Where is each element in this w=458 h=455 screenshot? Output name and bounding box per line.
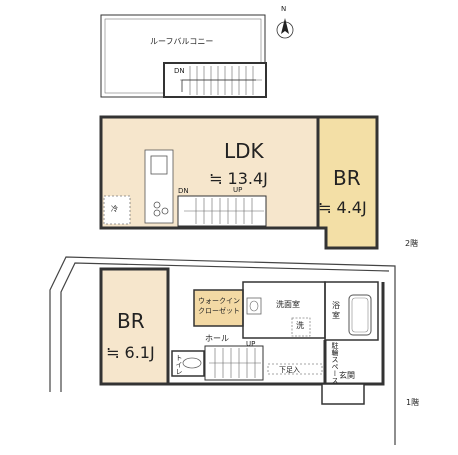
site-boundary — [49, 256, 396, 445]
bath-label-2: 室 — [332, 311, 340, 320]
br2-room — [316, 115, 379, 250]
entrance-label: 玄関 — [339, 371, 355, 380]
floor2-stair — [177, 195, 267, 227]
br1-size: ≒ 6.1J — [106, 343, 155, 362]
roof-dn-label: DN — [174, 67, 185, 75]
washroom-label: 洗面室 — [276, 300, 300, 309]
bicycle-space-label: 駐輪スペース — [331, 342, 339, 384]
north-arrow-icon — [276, 18, 294, 39]
br2-size: ≒ 4.4J — [318, 198, 367, 217]
floor2-dn-label: DN — [178, 187, 189, 195]
floor1-up-label: UP — [246, 340, 256, 348]
floor2-up-label: UP — [233, 186, 243, 194]
washbasin — [246, 297, 262, 315]
bath-label-1: 浴 — [332, 301, 340, 310]
roof-stair — [163, 62, 267, 98]
br1-name: BR — [117, 309, 145, 333]
compass-north-label: N — [281, 5, 287, 13]
walkin-label-1: ウォークイン — [198, 297, 240, 305]
toilet — [171, 350, 205, 377]
br1-room — [99, 267, 170, 386]
toilet-label: トイレ — [175, 354, 183, 375]
kitchen-counter — [144, 149, 174, 224]
floor1-label: 1階 — [406, 398, 420, 407]
floor1-rooms — [166, 269, 385, 405]
shoe-storage-label: 下足入 — [279, 366, 300, 374]
roof-balcony-label: ルーフバルコニー — [150, 37, 214, 46]
walkin-label-2: クローゼット — [198, 307, 240, 315]
fridge — [103, 195, 131, 225]
floor2-label: 2階 — [405, 239, 419, 248]
ldk-size: ≒ 13.4J — [209, 169, 268, 188]
washer-space — [291, 317, 311, 337]
bathtub — [348, 294, 372, 336]
hall-label: ホール — [205, 334, 229, 343]
floor1-stair — [204, 345, 264, 381]
walkin-closet — [193, 289, 244, 327]
washer-label: 洗 — [296, 321, 304, 330]
br2-name: BR — [333, 166, 361, 190]
ldk-name: LDK — [224, 139, 264, 163]
fridge-label: 冷 — [111, 205, 118, 213]
